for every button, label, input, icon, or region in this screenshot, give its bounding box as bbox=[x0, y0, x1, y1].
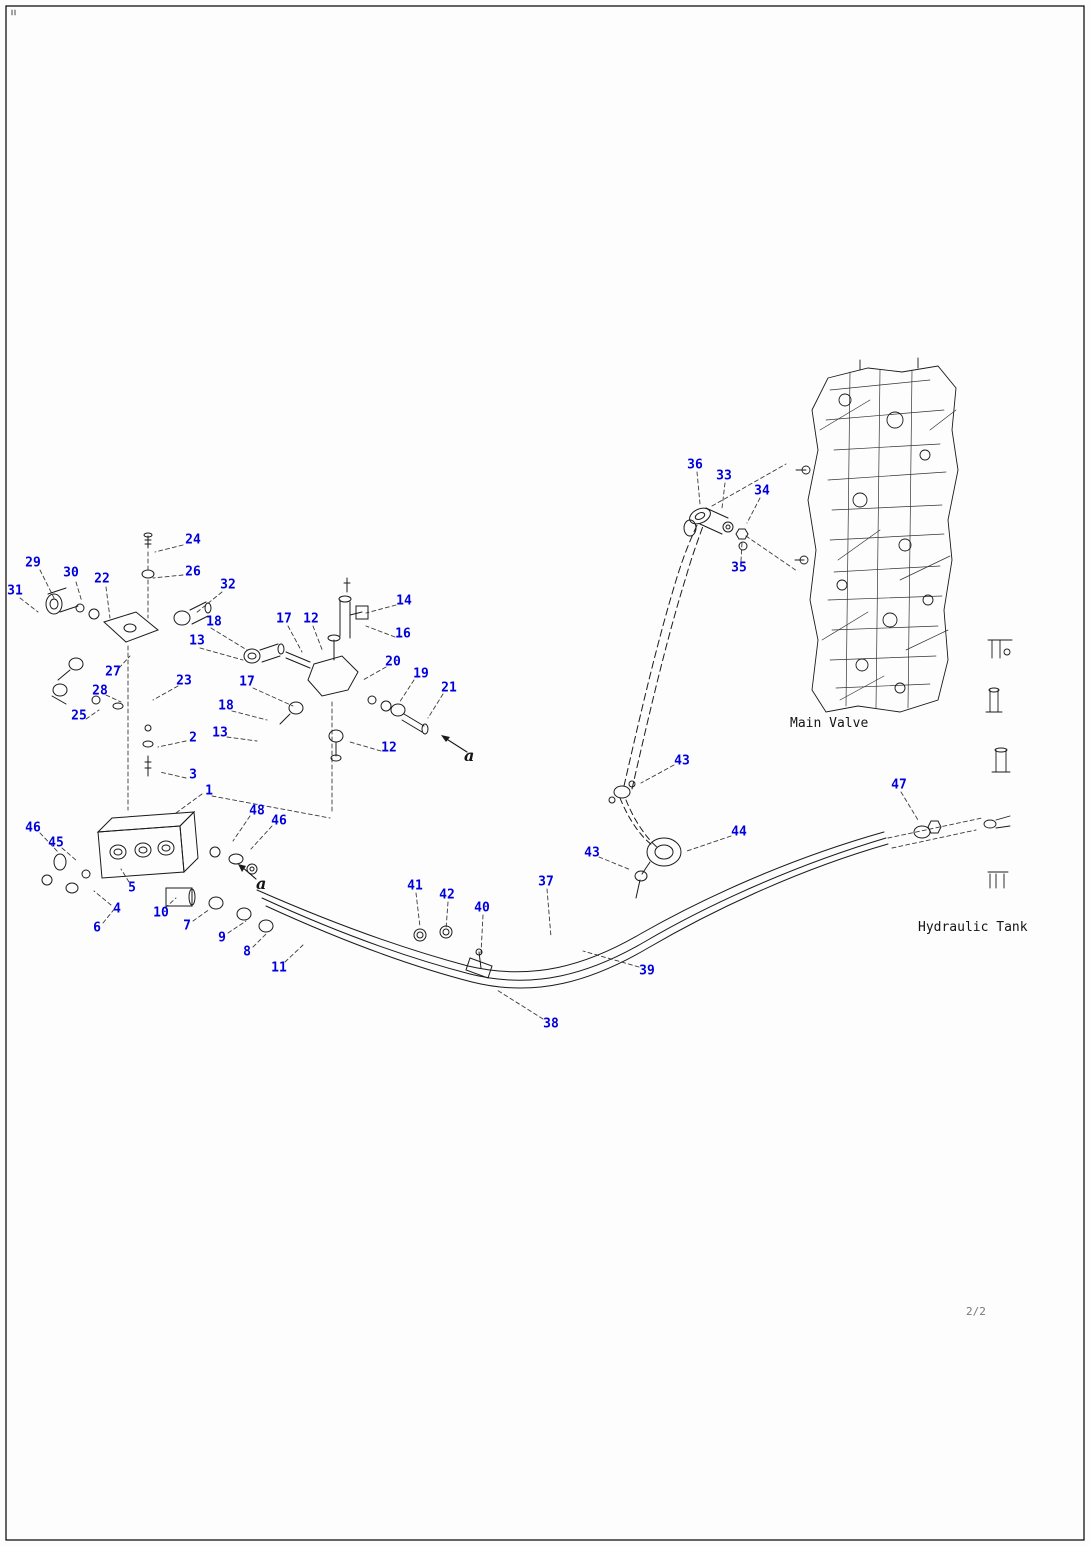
part-callout-17: 17 bbox=[276, 611, 292, 627]
part-callout-4: 4 bbox=[113, 901, 121, 917]
hose-lines bbox=[256, 507, 942, 989]
part-callout-43: 43 bbox=[584, 845, 600, 861]
part-callout-26: 26 bbox=[185, 564, 201, 580]
part-callout-46: 46 bbox=[271, 813, 287, 829]
part-callout-38: 38 bbox=[543, 1016, 559, 1032]
hydraulic-tank-label: Hydraulic Tank bbox=[918, 920, 1028, 935]
cross-fitting-cluster bbox=[243, 577, 429, 762]
part-callout-9: 9 bbox=[218, 930, 226, 946]
view-arrows bbox=[238, 735, 468, 880]
part-callout-21: 21 bbox=[441, 680, 457, 696]
part-callout-20: 20 bbox=[385, 654, 401, 670]
page-reference: 2/2 bbox=[966, 1305, 986, 1318]
part-callout-41: 41 bbox=[407, 878, 423, 894]
part-callout-13: 13 bbox=[212, 725, 228, 741]
main-valve-drawing bbox=[794, 357, 959, 713]
part-callout-18: 18 bbox=[218, 698, 234, 714]
part-callout-18: 18 bbox=[206, 614, 222, 630]
part-callout-22: 22 bbox=[94, 571, 110, 587]
part-callout-42: 42 bbox=[439, 887, 455, 903]
part-callout-46: 46 bbox=[25, 820, 41, 836]
part-callout-6: 6 bbox=[93, 920, 101, 936]
part-callout-17: 17 bbox=[239, 674, 255, 690]
part-callout-10: 10 bbox=[153, 905, 169, 921]
part-callout-28: 28 bbox=[92, 683, 108, 699]
tank-fittings bbox=[983, 639, 1013, 889]
part-callout-16: 16 bbox=[395, 626, 411, 642]
part-callout-32: 32 bbox=[220, 577, 236, 593]
main-valve-label: Main Valve bbox=[790, 716, 869, 731]
part-callout-11: 11 bbox=[271, 960, 287, 976]
part-callout-36: 36 bbox=[687, 457, 703, 473]
part-callout-24: 24 bbox=[185, 532, 201, 548]
part-callout-13: 13 bbox=[189, 633, 205, 649]
part-callout-25: 25 bbox=[71, 708, 87, 724]
part-callout-19: 19 bbox=[413, 666, 429, 682]
part-callout-14: 14 bbox=[396, 593, 412, 609]
part-callout-8: 8 bbox=[243, 944, 251, 960]
part-callout-5: 5 bbox=[128, 880, 136, 896]
part-callout-35: 35 bbox=[731, 560, 747, 576]
part-callout-23: 23 bbox=[176, 673, 192, 689]
part-callout-30: 30 bbox=[63, 565, 79, 581]
view-letter-a-2: a bbox=[256, 874, 267, 893]
page-border bbox=[5, 5, 1085, 1541]
part-callout-40: 40 bbox=[474, 900, 490, 916]
leader-lines bbox=[19, 463, 983, 1020]
valve-block bbox=[41, 810, 274, 933]
part-callout-48: 48 bbox=[249, 803, 265, 819]
view-letter-a-1: a bbox=[464, 746, 475, 765]
part-callout-3: 3 bbox=[189, 767, 197, 783]
part-callout-7: 7 bbox=[183, 918, 191, 934]
part-callout-27: 27 bbox=[105, 664, 121, 680]
part-callout-39: 39 bbox=[639, 963, 655, 979]
part-callout-12: 12 bbox=[303, 611, 319, 627]
part-callout-33: 33 bbox=[716, 468, 732, 484]
part-callout-34: 34 bbox=[754, 483, 770, 499]
part-callout-43: 43 bbox=[674, 753, 690, 769]
part-callout-31: 31 bbox=[7, 583, 23, 599]
part-callout-47: 47 bbox=[891, 777, 907, 793]
part-callout-29: 29 bbox=[25, 555, 41, 571]
part-callout-45: 45 bbox=[48, 835, 64, 851]
part-callout-2: 2 bbox=[189, 730, 197, 746]
top-left-fitting-cluster bbox=[45, 532, 212, 777]
part-callout-37: 37 bbox=[538, 874, 554, 890]
part-callout-1: 1 bbox=[205, 783, 213, 799]
part-callout-12: 12 bbox=[381, 740, 397, 756]
part-callout-44: 44 bbox=[731, 824, 747, 840]
